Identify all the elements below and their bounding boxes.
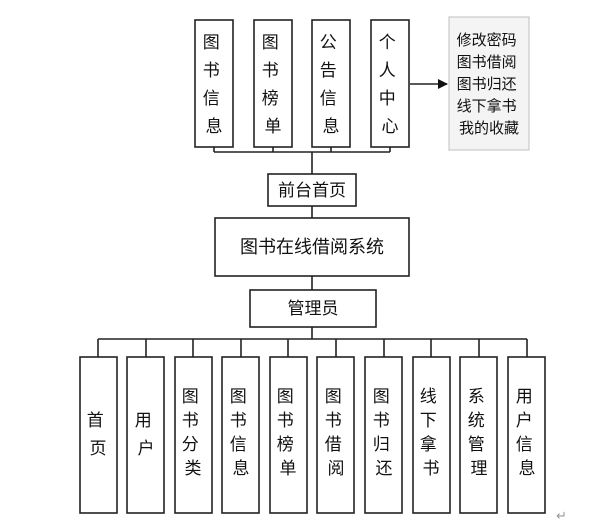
admin-module-label: 首 页 [87,411,109,459]
front-page-label: 前台首页 [278,181,346,201]
top-module-图书榜单: 图 书 榜 单 [253,19,293,148]
admin-module-用户: 用 户 [126,356,165,514]
admin-module-label: 系 统 管 理 [468,387,490,479]
admin-module-label: 线 下 拿 书 [420,387,442,479]
top-module-公告信息: 公 告 信 息 [311,19,351,148]
system-title: 图书在线借阅系统 [240,237,384,258]
admin-module-label: 图 书 榜 单 [277,387,299,479]
top-module-label: 图 书 信 息 [203,33,225,137]
admin-module-图书信息: 图 书 信 息 [221,356,260,514]
paragraph-mark: ↵ [556,509,567,524]
top-module-图书信息: 图 书 信 息 [194,19,234,148]
function-item: 图书借阅 [457,53,517,71]
connector-lines [97,79,528,357]
admin-module-首页: 首 页 [79,356,118,514]
front-page-node: 前台首页 [267,173,357,207]
admin-module-系统管理: 系 统 管 理 [459,356,498,514]
admin-module-线下拿书: 线 下 拿 书 [412,356,451,514]
admin-module-图书榜单: 图 书 榜 单 [269,356,308,514]
function-item: 线下拿书 [457,97,517,115]
top-module-label: 图 书 榜 单 [262,33,284,137]
function-item: 修改密码 [457,31,517,49]
personal-center-functions-box: 修改密码 图书借阅 图书归还 线下拿书 我的收藏 [448,16,530,151]
top-module-label: 公 告 信 息 [320,33,342,137]
admin-module-图书分类: 图 书 分 类 [174,356,213,514]
admin-module-图书归还: 图 书 归 还 [364,356,403,514]
admin-label: 管理员 [288,299,339,319]
function-item: 图书归还 [457,75,517,93]
admin-module-label: 图 书 分 类 [182,387,204,479]
admin-module-label: 图 书 归 还 [373,387,395,479]
admin-module-label: 图 书 借 阅 [325,387,347,479]
admin-module-用户信息: 用 户 信 息 [507,356,546,514]
admin-module-图书借阅: 图 书 借 阅 [316,356,355,514]
top-module-个人中心: 个 人 中 心 [370,19,410,148]
admin-module-label: 用 户 信 息 [516,387,538,479]
system-node: 图书在线借阅系统 [214,217,410,277]
function-list: 修改密码 图书借阅 图书归还 线下拿书 我的收藏 [457,31,522,137]
admin-module-label: 图 书 信 息 [230,387,252,479]
admin-module-label: 用 户 [135,411,157,459]
function-item: 我的收藏 [459,119,519,137]
admin-node: 管理员 [249,289,377,328]
top-module-label: 个 人 中 心 [379,33,401,137]
